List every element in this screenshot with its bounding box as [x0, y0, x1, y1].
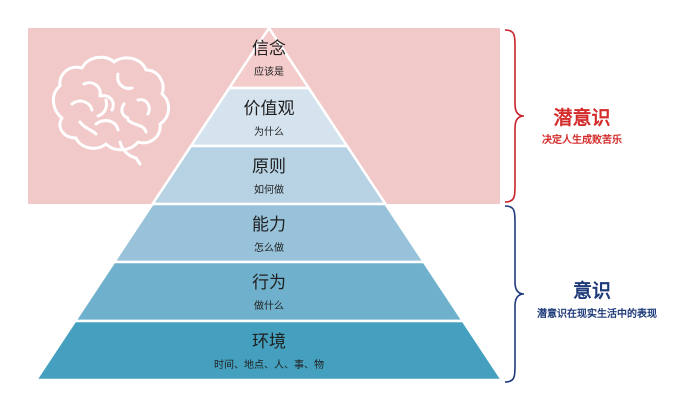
level-title-behavior: 行为 [252, 273, 286, 293]
level-subtitle-values: 为什么 [254, 126, 284, 138]
level-subtitle-capability: 怎么做 [254, 241, 284, 254]
conscious-subtitle: 潜意识在现实生活中的表现 [537, 307, 657, 320]
level-title-environment: 环境 [252, 332, 286, 352]
level-title-principles: 原则 [252, 157, 286, 177]
level-title-values: 价值观 [244, 99, 295, 119]
conscious-bracket [504, 205, 525, 383]
subconscious-subtitle: 决定人生成败苦乐 [542, 133, 622, 146]
brain-icon [52, 55, 170, 166]
level-title-capability: 能力 [252, 215, 286, 235]
subconscious-bracket [504, 29, 525, 203]
level-title-belief: 信念 [252, 38, 286, 59]
level-subtitle-principles: 如何做 [254, 183, 284, 196]
subconscious-title: 潜意识 [553, 106, 610, 129]
level-subtitle-behavior: 做什么 [254, 299, 284, 312]
level-subtitle-belief: 应该是 [254, 65, 284, 78]
conscious-title: 意识 [573, 279, 611, 302]
level-subtitle-environment: 时间、地点、人、事、物 [214, 358, 324, 371]
pyramid-level-environment [33, 319, 505, 382]
